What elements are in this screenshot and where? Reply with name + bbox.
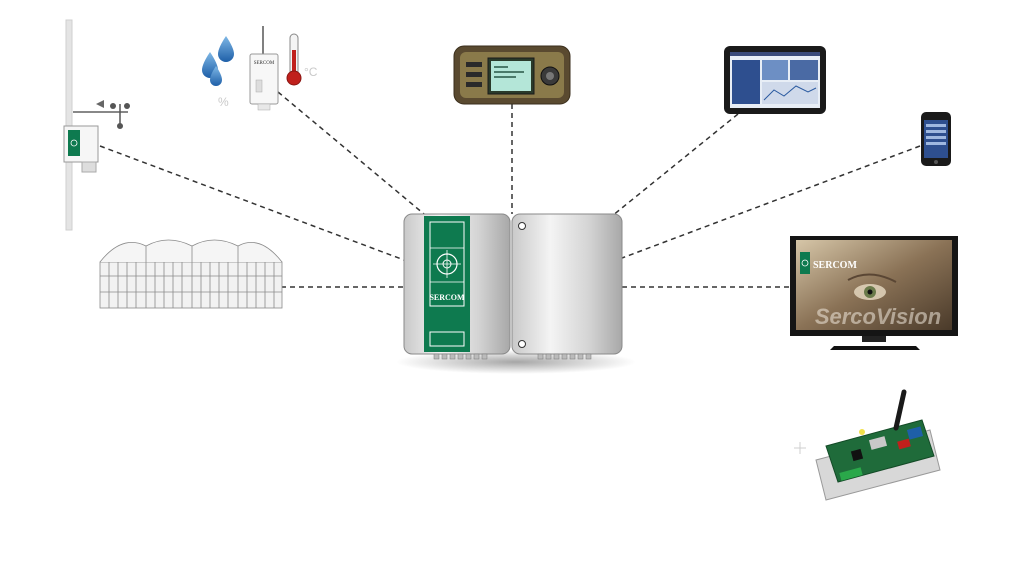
plus-cross-icon [794, 442, 806, 454]
water-drops-icon [202, 36, 234, 86]
humidity-unit-label: % [218, 95, 229, 109]
monitor: SERCOM SercoVision [790, 236, 958, 350]
central-controller: SERCOM [396, 213, 636, 374]
link-smartphone [621, 145, 921, 259]
sercom-brand-panel [424, 216, 470, 352]
cabinet-label-plate [429, 331, 465, 347]
monitor-stand [830, 346, 920, 350]
link-weather-station [99, 145, 405, 261]
module-antenna [893, 389, 907, 431]
temperature-unit-label: °C [304, 65, 318, 79]
cabinet-brand-label: SERCOM [429, 293, 465, 302]
climate-sensor: % SERCOM °C [202, 26, 318, 111]
door-screw-bottom [518, 340, 526, 348]
wind-vane-icon [96, 100, 130, 129]
thermometer-icon [286, 33, 302, 86]
cable-glands [433, 353, 592, 360]
connection-lines [99, 91, 921, 288]
io-module [794, 389, 941, 501]
control-panel [453, 45, 571, 105]
weather-station [63, 19, 130, 231]
cabinet-right-door [511, 213, 623, 355]
smartphone [921, 112, 951, 166]
tablet [724, 46, 826, 114]
mast-pole [65, 19, 73, 231]
monitor-brand-label: SERCOM [813, 260, 857, 271]
greenhouse [99, 239, 283, 309]
link-tablet [611, 113, 739, 217]
door-screw-top [518, 222, 526, 230]
sensor-box-brand: SERCOM [254, 61, 275, 66]
circuit-board [825, 419, 935, 483]
link-climate-sensor [277, 91, 425, 215]
monitor-title: SercoVision [815, 304, 941, 329]
sercom-logo-icon [433, 250, 461, 278]
sercom-logo-strip [68, 130, 80, 156]
